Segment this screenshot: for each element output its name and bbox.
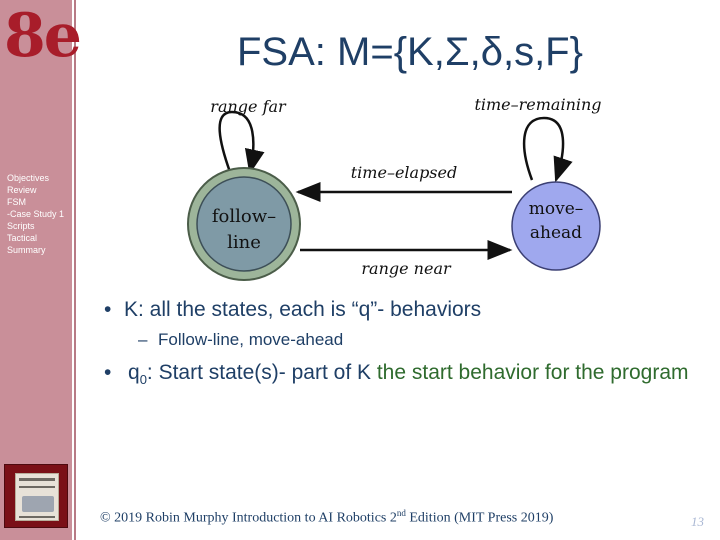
label-time-remaining: time–remaining [474,95,601,114]
state-follow-line [196,176,292,272]
self-loop-range-far [218,110,265,175]
nav-item-review[interactable]: Review [7,185,37,195]
nav-item-summary[interactable]: Summary [7,245,46,255]
bullet-k-states-text: K: all the states, each is “q”- behavior… [124,298,482,321]
sidebar-divider [74,0,76,540]
sidebar [0,0,72,540]
state-follow-line-label-2: line [227,232,261,253]
label-range-near: range near [361,259,452,278]
nav-item-scripts[interactable]: Scripts [7,221,35,231]
sub-bullet-states: Follow-line, move-ahead [100,330,700,350]
nav-item-objectives[interactable]: Objectives [7,173,50,183]
page-number: 13 [691,514,704,529]
nav-item-tactical[interactable]: Tactical [7,233,38,243]
self-loop-time-remaining [522,116,573,183]
bullet-start-state-q: q [128,361,140,384]
bullet-start-state-subscript: 0 [139,372,147,388]
book-cover-image [4,464,68,528]
outline-nav: Objectives Review FSM -Case Study 1 Scri… [7,172,73,256]
copyright-footer: © 2019 Robin Murphy Introduction to AI R… [100,508,580,527]
state-move-ahead [511,181,601,271]
nav-item-fsm[interactable]: FSM [7,197,26,207]
state-move-ahead-label-2: ahead [530,223,582,243]
nav-item-case-study-1[interactable]: -Case Study 1 [7,209,65,219]
sub-bullet-states-text: Follow-line, move-ahead [158,330,344,349]
label-range-far: range far [210,97,287,116]
bullet-start-state: q0: Start state(s)- part of K the start … [100,360,700,393]
label-time-elapsed: time–elapsed [351,163,457,182]
footer-post: Edition (MIT Press 2019) [405,510,554,526]
state-move-ahead-label-1: move– [529,199,584,219]
bullet-list: K: all the states, each is “q”- behavior… [100,298,700,393]
fsa-diagram: follow– line move– ahead range far time–… [187,95,602,281]
state-follow-line-label-1: follow– [212,206,276,227]
bullet-k-states: K: all the states, each is “q”- behavior… [100,298,700,322]
bullet-start-state-accent: the start behavior for the program [376,361,689,384]
slide-title: FSA: M={K,Σ,δ,s,F} [237,30,583,74]
bullet-start-state-main: : Start state(s)- part of K [146,361,371,384]
edition-logo: 8e [4,1,82,71]
footer-pre: © 2019 Robin Murphy Introduction to AI R… [100,510,397,526]
footer-sup: nd [396,508,406,518]
